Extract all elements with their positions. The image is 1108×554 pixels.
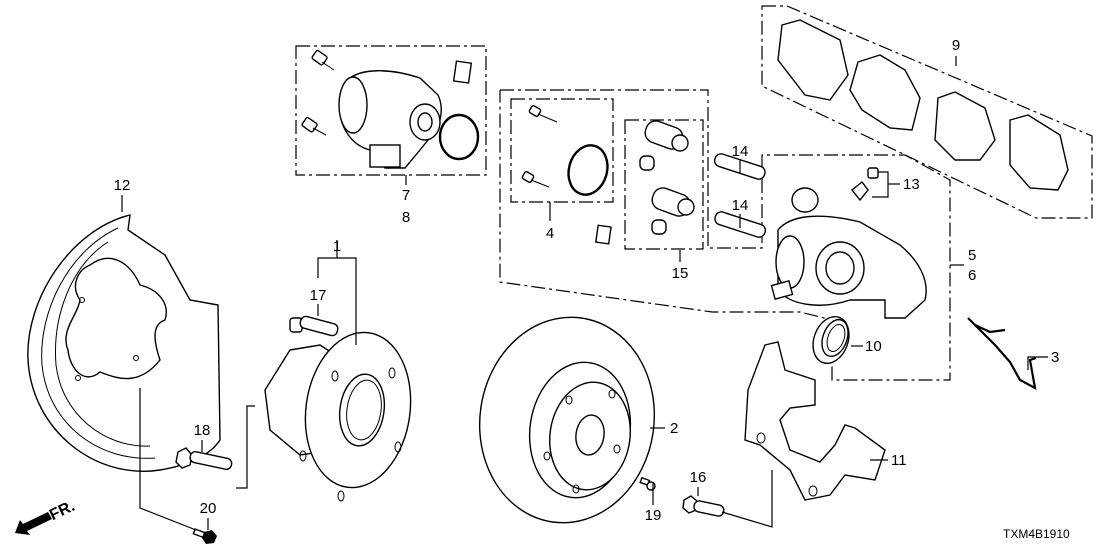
callout-5[interactable]: 5 bbox=[968, 247, 976, 264]
hub-flange-bolt-drawing[interactable] bbox=[175, 447, 233, 471]
brake-pads-drawing[interactable] bbox=[777, 19, 1069, 191]
pad-spring-drawing[interactable] bbox=[967, 317, 1037, 391]
brake-disc-drawing[interactable] bbox=[467, 306, 668, 534]
hub-bolt-drawing[interactable] bbox=[289, 315, 339, 337]
splash-guard-drawing[interactable] bbox=[27, 214, 221, 472]
callout-18[interactable]: 18 bbox=[194, 422, 211, 439]
callout-13[interactable]: 13 bbox=[903, 176, 920, 193]
callout-16[interactable]: 16 bbox=[690, 469, 707, 486]
callout-20[interactable]: 20 bbox=[200, 500, 217, 517]
callout-4[interactable]: 4 bbox=[546, 225, 554, 242]
leader-lines bbox=[121, 56, 1048, 531]
front-direction-indicator: FR. bbox=[15, 498, 78, 535]
group-box-pin-boot bbox=[624, 119, 704, 250]
group-box-motor bbox=[295, 45, 487, 176]
group-box-caliper-kit bbox=[499, 89, 951, 381]
callout-12[interactable]: 12 bbox=[114, 177, 131, 194]
diagram-code: TXM4B1910 bbox=[1003, 527, 1070, 541]
caliper-bracket-drawing[interactable] bbox=[744, 341, 886, 501]
group-box-seal-kit bbox=[510, 98, 614, 203]
callout-8[interactable]: 8 bbox=[402, 209, 410, 226]
splash-guard-bolt-drawing[interactable] bbox=[192, 528, 217, 544]
piston-seal-drawing[interactable] bbox=[807, 312, 855, 369]
caliper-drawing[interactable] bbox=[770, 167, 927, 319]
callout-2[interactable]: 2 bbox=[670, 420, 678, 437]
callout-7[interactable]: 7 bbox=[402, 187, 410, 204]
callout-1[interactable]: 1 bbox=[333, 238, 341, 255]
callout-3[interactable]: 3 bbox=[1051, 349, 1059, 366]
arrow-left-icon bbox=[15, 512, 52, 535]
callout-10[interactable]: 10 bbox=[865, 338, 882, 355]
parking-brake-motor-drawing[interactable] bbox=[301, 49, 480, 169]
bracket-bolt-drawing[interactable] bbox=[682, 495, 725, 517]
callout-19[interactable]: 19 bbox=[645, 507, 662, 524]
callout-11[interactable]: 11 bbox=[891, 452, 907, 469]
pin-boot-drawing[interactable] bbox=[639, 118, 695, 235]
callout-17[interactable]: 17 bbox=[310, 287, 327, 304]
hub-drawing[interactable] bbox=[264, 326, 420, 502]
callout-6[interactable]: 6 bbox=[968, 267, 976, 284]
group-box-pads bbox=[761, 5, 1093, 219]
direction-label: FR. bbox=[47, 498, 78, 524]
callout-labels: 1 2 3 4 5 6 7 8 9 10 11 12 13 14 14 15 1… bbox=[114, 37, 1060, 524]
callout-15[interactable]: 15 bbox=[672, 265, 689, 282]
callout-9[interactable]: 9 bbox=[952, 37, 960, 54]
callout-14a[interactable]: 14 bbox=[732, 143, 749, 160]
callout-14b[interactable]: 14 bbox=[732, 197, 749, 214]
seal-kit-drawing[interactable] bbox=[521, 105, 613, 245]
